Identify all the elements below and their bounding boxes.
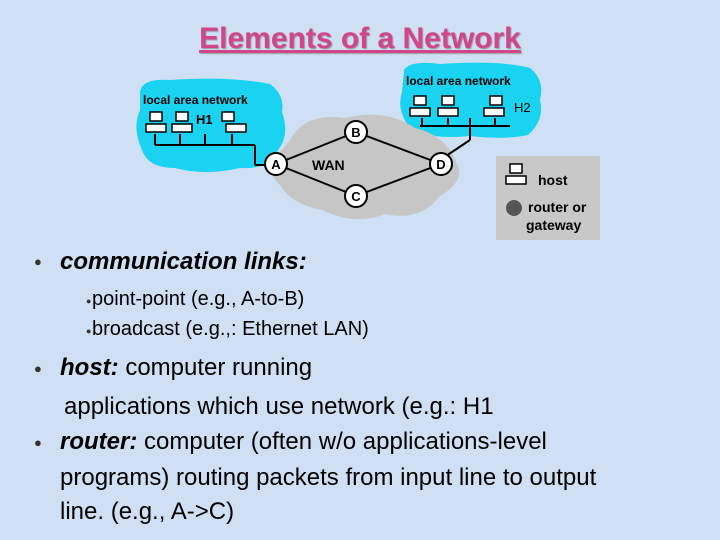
legend-router-line2: gateway [526, 217, 581, 233]
host-text: computer running [118, 354, 313, 381]
bullet-host-line1: host: computer running [60, 354, 312, 382]
svg-text:C: C [351, 189, 361, 204]
bullet-dot: ● [34, 435, 42, 450]
bullet-dot: ● [34, 254, 42, 269]
svg-text:D: D [436, 157, 445, 172]
wan-cloud [270, 114, 460, 220]
legend-host-label: host [538, 172, 568, 188]
lan-cloud-left [136, 78, 286, 172]
sub-bullet-point-point: point-point (e.g., A-to-B) [92, 288, 305, 310]
router-c: C [344, 184, 368, 208]
bullet-dot: ● [86, 326, 92, 336]
legend-router-line1: router or [528, 199, 587, 215]
bullet-dot: ● [86, 296, 92, 306]
host-icon [505, 163, 527, 185]
lan-cloud-right [400, 62, 542, 138]
bullet-router-line1: router: computer (often w/o applications… [60, 428, 547, 456]
sub-bullet-broadcast: broadcast (e.g.,: Ethernet LAN) [92, 318, 369, 340]
router-a: A [264, 152, 288, 176]
lan-left-label: local area network [143, 93, 248, 107]
bullet-dot: ● [34, 361, 42, 376]
wan-links [275, 131, 442, 197]
router-b: B [344, 120, 368, 144]
legend: host router or gateway [496, 156, 600, 240]
svg-text:A: A [271, 157, 281, 172]
bullet-router-line3: line. (e.g., A->C) [60, 498, 235, 525]
host-icon [145, 111, 247, 133]
host-icon [409, 95, 505, 117]
router-d: D [429, 152, 453, 176]
router-text: computer (often w/o applications-level [137, 428, 547, 455]
bullet-links: communication links: [60, 248, 307, 275]
svg-text:B: B [351, 125, 360, 140]
host-h1-label: H1 [196, 112, 213, 127]
lan-right-label: local area network [406, 74, 511, 88]
host-term: host: [60, 354, 119, 381]
slide-title: Elements of a Network [199, 22, 521, 55]
wan-label: WAN [312, 157, 345, 173]
bullet-router-line2: programs) routing packets from input lin… [60, 464, 597, 491]
host-h2-label: H2 [514, 100, 531, 115]
bullet-host-line2: applications which use network (e.g.: H1 [64, 393, 494, 420]
router-icon [506, 200, 522, 216]
router-term: router: [60, 428, 138, 455]
